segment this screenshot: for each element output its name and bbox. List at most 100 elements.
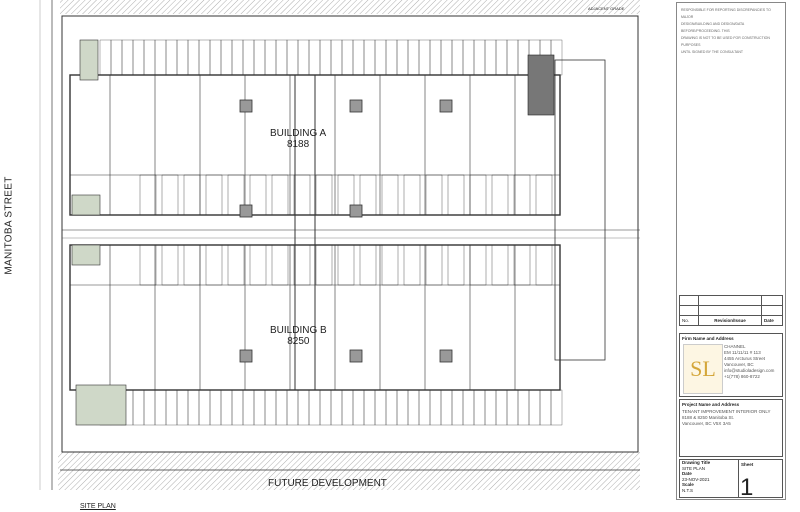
storage-room	[293, 244, 311, 286]
fixture-block	[349, 99, 363, 113]
storage-room	[381, 244, 399, 286]
storage-room	[447, 174, 465, 216]
parking-stall	[220, 389, 233, 426]
parking-stall	[374, 39, 387, 76]
storage-room	[403, 174, 421, 216]
revision-date-header: Date	[761, 315, 783, 326]
storage-room	[469, 244, 487, 286]
project-line: Vancouver, BC V5X 3A5	[682, 421, 731, 426]
sheet-label: Sheet	[741, 462, 754, 467]
consultant-line: 4455 Arcturus Street	[724, 356, 766, 361]
date-label: Date	[682, 471, 692, 476]
parking-stall	[132, 39, 145, 76]
sheet-number: 1	[740, 474, 754, 501]
storage-room	[293, 174, 311, 216]
parking-stall	[264, 389, 277, 426]
note-line: UNTIL SIGNED BY THE CONSULTANT	[681, 50, 744, 54]
fixture-block	[239, 99, 253, 113]
company-logo: SL	[683, 344, 723, 394]
consultant-line: Vancouver, BC	[724, 362, 754, 367]
project-line: TENANT IMPROVEMENT INTERIOR ONLY	[682, 409, 771, 414]
logo-text: SL	[690, 356, 716, 381]
parking-stall	[440, 39, 453, 76]
consultant-line: CHANNEL	[724, 344, 746, 349]
fixture-block	[439, 99, 453, 113]
building-b-number: 8250	[287, 336, 310, 347]
parking-stall	[396, 39, 409, 76]
general-notes: RESPONSIBLE FOR REPORTING DISCREPANCIES …	[681, 7, 781, 56]
storage-room	[381, 174, 399, 216]
storage-room	[337, 174, 355, 216]
storage-room	[513, 174, 531, 216]
storage-room	[139, 244, 157, 286]
east-wing-outline	[554, 59, 606, 361]
storage-room	[315, 174, 333, 216]
parking-stall	[154, 389, 167, 426]
scale-label: Scale	[682, 482, 694, 487]
fixture-block	[239, 349, 253, 363]
parking-stall	[319, 39, 332, 76]
title-block: RESPONSIBLE FOR REPORTING DISCREPANCIES …	[676, 2, 786, 501]
parking-stall	[539, 389, 552, 426]
parking-stall	[484, 39, 497, 76]
parking-stall	[231, 39, 244, 76]
storage-room	[315, 244, 333, 286]
parking-stall	[308, 389, 321, 426]
parking-stall	[198, 389, 211, 426]
fixture-block	[349, 349, 363, 363]
parking-stall	[429, 389, 442, 426]
parking-stall	[253, 39, 266, 76]
storage-room	[337, 244, 355, 286]
landscape-area	[71, 244, 101, 266]
consultant-line: +1(778) 860-8722	[724, 374, 760, 379]
fixture-block	[349, 204, 363, 218]
floor-plan-linework	[62, 39, 640, 426]
parking-stall	[143, 39, 156, 76]
parking-stall	[550, 389, 563, 426]
storage-room	[205, 174, 223, 216]
parking-stall	[121, 39, 134, 76]
parking-stall	[176, 389, 189, 426]
parking-stall	[143, 389, 156, 426]
storage-room	[183, 244, 201, 286]
storage-room	[161, 174, 179, 216]
parking-stall	[506, 389, 519, 426]
storage-room	[205, 244, 223, 286]
parking-stall	[341, 39, 354, 76]
parking-stall	[176, 39, 189, 76]
parking-stall	[132, 389, 145, 426]
note-line: DESIGN/BUILDING AND DESIGN/DATA BEFORE/P…	[681, 22, 745, 33]
parking-stall	[517, 39, 530, 76]
parking-stall	[330, 39, 343, 76]
stair-block	[527, 54, 555, 116]
parking-stall	[308, 39, 321, 76]
parking-stall	[484, 389, 497, 426]
parking-stall	[385, 389, 398, 426]
parking-stall	[352, 389, 365, 426]
storage-room	[359, 174, 377, 216]
parking-stall	[330, 389, 343, 426]
parking-stall	[495, 39, 508, 76]
landscape-area	[79, 39, 99, 81]
parking-stall	[418, 389, 431, 426]
building-a-name: BUILDING A	[270, 128, 327, 139]
revision-table: No. Revision/Issue Date	[679, 295, 783, 326]
project-line: 8188 & 8250 Manitoba St.	[682, 415, 735, 420]
parking-stall	[209, 389, 222, 426]
parking-stall	[462, 39, 475, 76]
parking-stall	[286, 39, 299, 76]
parking-stall	[407, 389, 420, 426]
parking-stall	[187, 389, 200, 426]
storage-room	[447, 244, 465, 286]
parking-stall	[319, 389, 332, 426]
storage-room	[491, 174, 509, 216]
parking-stall	[264, 39, 277, 76]
storage-room	[513, 244, 531, 286]
parking-stall	[99, 39, 112, 76]
parking-stall	[352, 39, 365, 76]
parking-stall	[242, 389, 255, 426]
storage-room	[183, 174, 201, 216]
project-heading: Project Name and Address	[682, 402, 740, 407]
parking-stall	[275, 389, 288, 426]
